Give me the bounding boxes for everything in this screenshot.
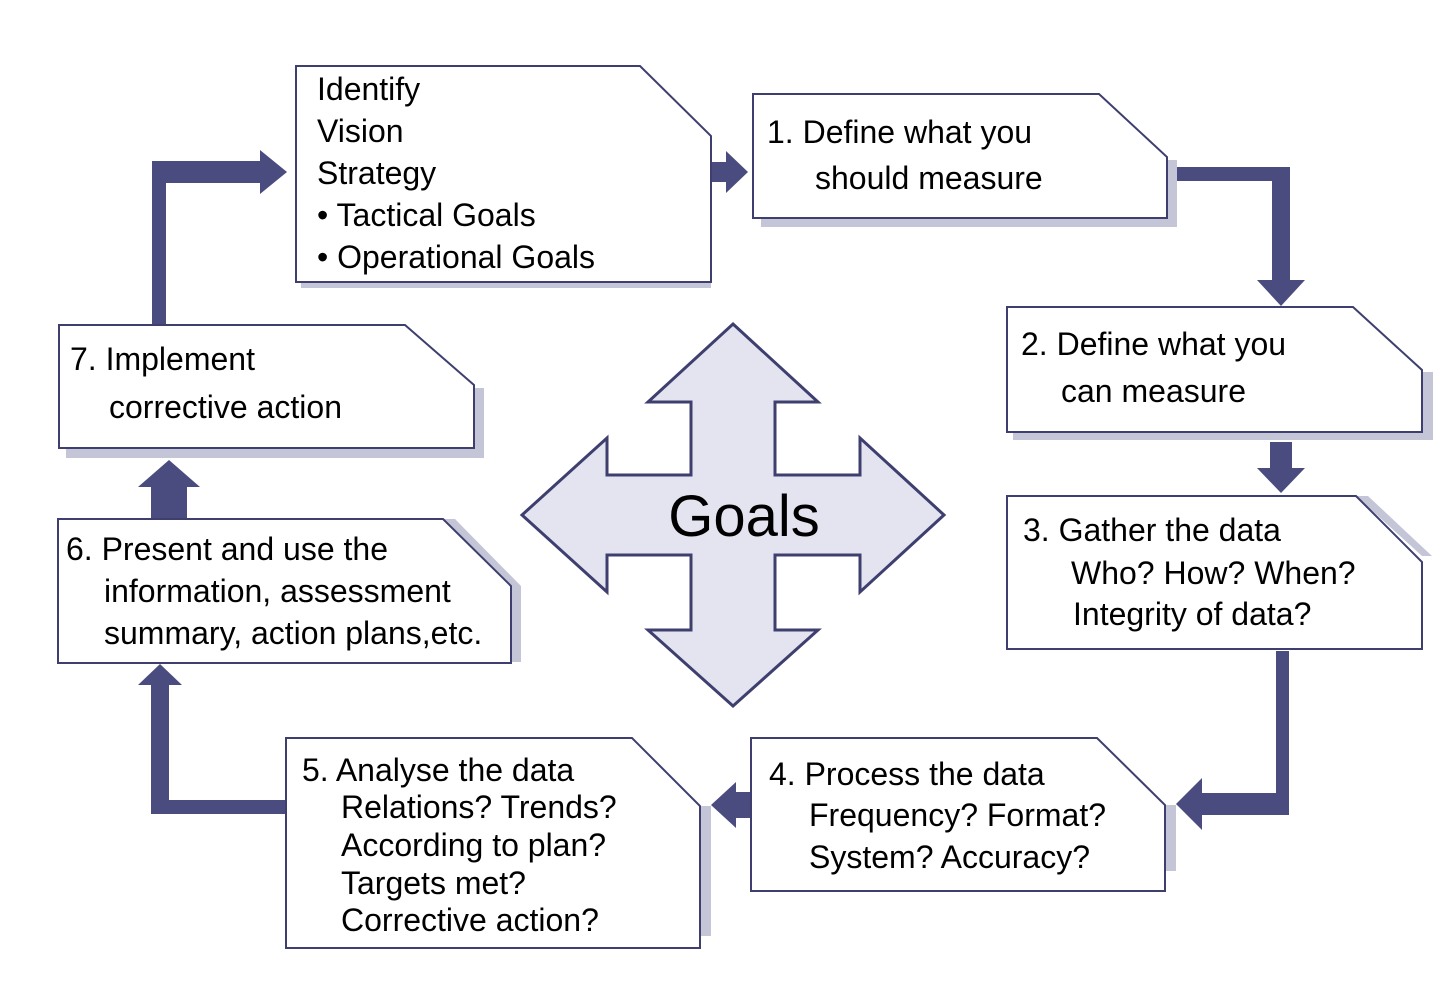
step-2-line-1: 2. Define what you [1021,326,1286,362]
connector-step6-to-step7 [138,460,200,519]
step-1-line-2: should measure [815,160,1043,196]
identify-line-2: Vision [317,113,404,149]
goals-cross-arrow: Goals [519,321,947,709]
step-6-line-1: 6. Present and use the [66,531,388,567]
step-4-line-3: System? Accuracy? [809,839,1090,875]
step-7-line-2: corrective action [109,389,342,425]
connector-step1-to-step2 [1177,167,1305,306]
step-3-line-2: Who? How? When? [1071,555,1356,591]
step-3-line-3: Integrity of data? [1073,596,1311,632]
step-4-line-1: 4. Process the data [769,756,1045,792]
step-5-line-4: Targets met? [341,865,526,901]
step-1-line-1: 1. Define what you [767,114,1032,150]
step-5-line-2: Relations? Trends? [341,789,617,825]
step-5-line-3: According to plan? [341,827,606,863]
step-4-line-2: Frequency? Format? [809,797,1106,833]
step-6-line-2: information, assessment [104,573,451,609]
identify-line-5: • Operational Goals [317,239,595,275]
identify-card: Identify Vision Strategy • Tactical Goal… [295,65,712,288]
connector-identify-to-step1 [712,151,748,193]
identify-line-4: • Tactical Goals [317,197,536,233]
step-6-line-3: summary, action plans,etc. [104,615,482,651]
connector-step3-to-step4 [1176,651,1289,830]
step-1-card: 1. Define what you should measure [752,93,1177,227]
step-3-line-1: 3. Gather the data [1023,512,1281,548]
step-5-line-1: 5. Analyse the data [302,752,574,788]
goals-label: Goals [668,484,820,549]
step-2-card: 2. Define what you can measure [1006,306,1433,440]
step-3-card: 3. Gather the data Who? How? When? Integ… [1006,495,1432,650]
step-7-line-1: 7. Implement [70,341,255,377]
step-2-line-2: can measure [1061,373,1246,409]
identify-line-1: Identify [317,71,420,107]
step-5-card: 5. Analyse the data Relations? Trends? A… [285,737,711,949]
connector-step7-to-identify [152,150,287,325]
step-6-card: 6. Present and use the information, asse… [57,518,521,664]
connector-step5-to-step6 [138,664,286,814]
connector-step2-to-step3 [1257,442,1305,493]
connectors [138,150,1305,830]
step-7-card: 7. Implement corrective action [58,324,484,458]
connector-step4-to-step5 [711,782,750,828]
identify-line-3: Strategy [317,155,436,191]
step-5-line-5: Corrective action? [341,902,599,938]
step-4-card: 4. Process the data Frequency? Format? S… [750,737,1176,892]
